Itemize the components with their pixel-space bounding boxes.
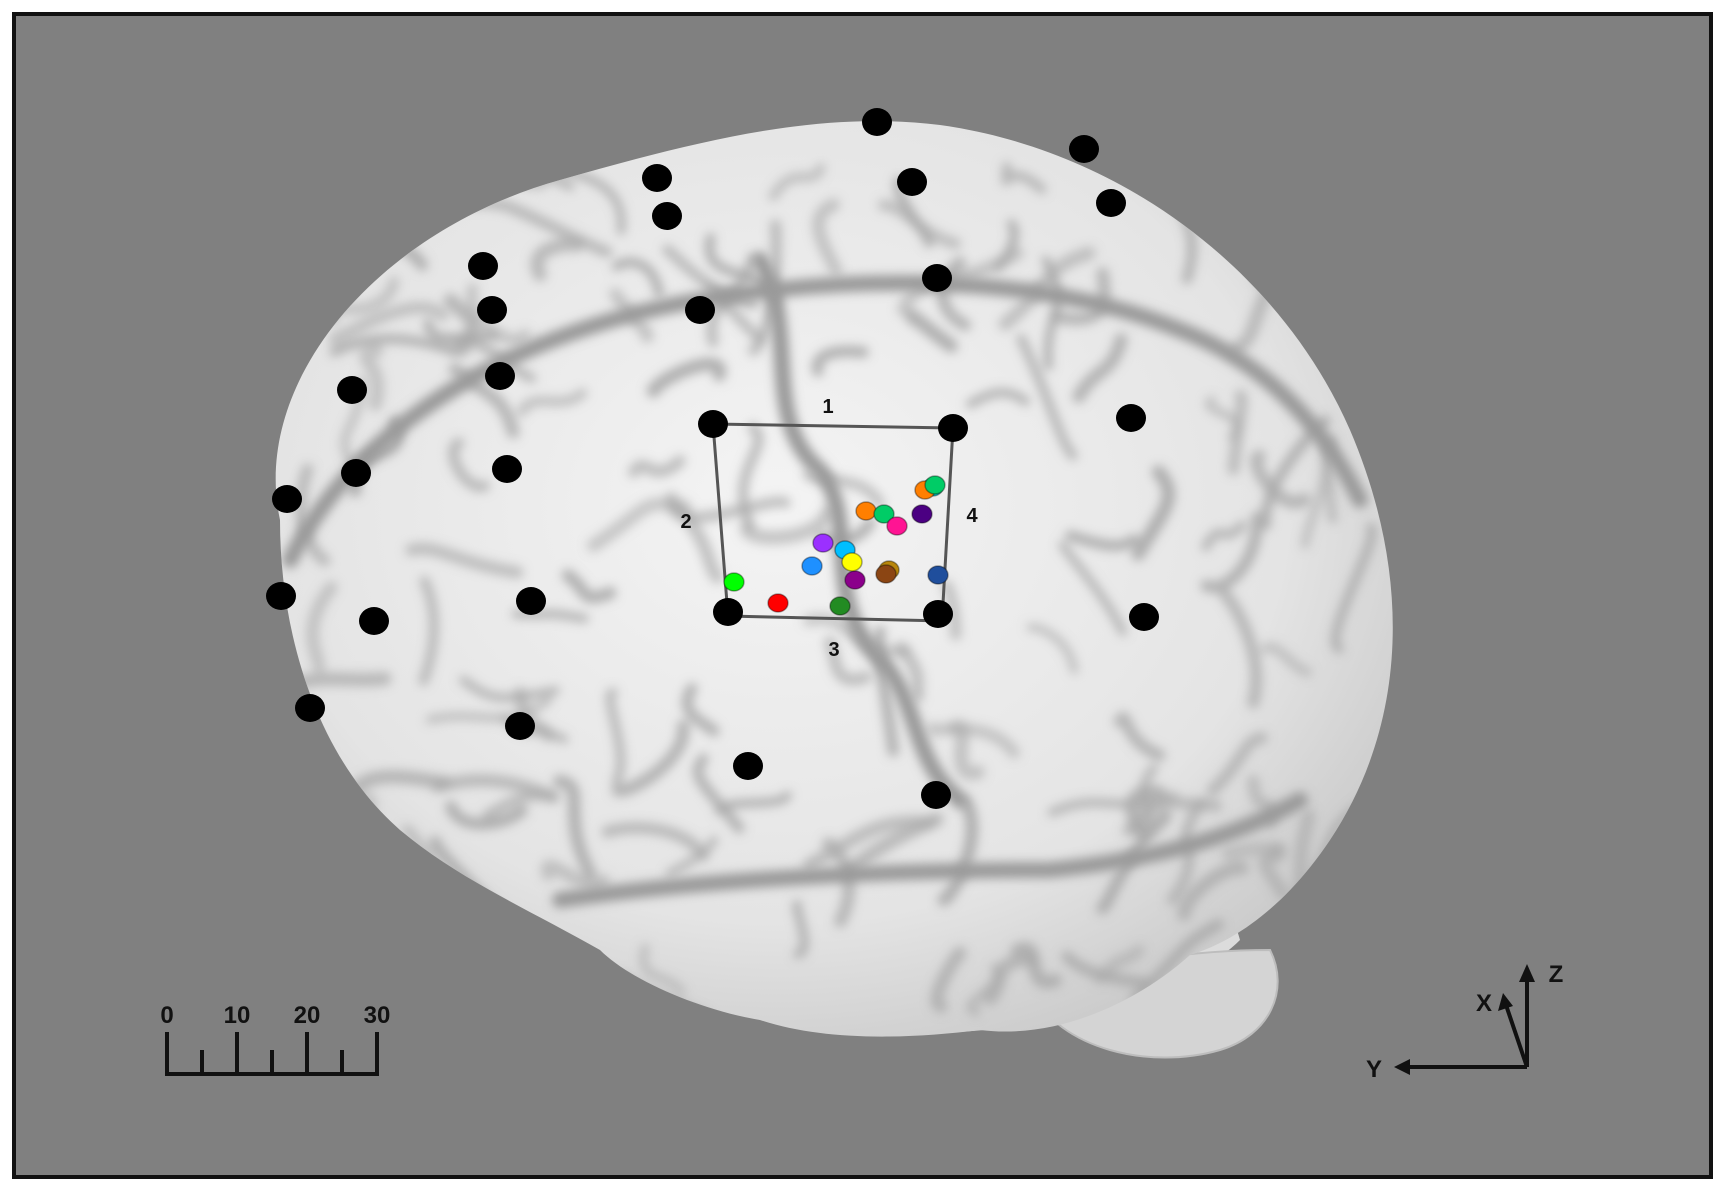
electrode — [938, 414, 968, 442]
axis-label-z: Z — [1549, 961, 1564, 988]
electrode — [1129, 603, 1159, 631]
electrode — [485, 362, 515, 390]
hotspot-marker — [802, 557, 822, 575]
electrode — [923, 600, 953, 628]
hotspot-marker — [856, 502, 876, 520]
electrode — [897, 168, 927, 196]
electrode — [921, 781, 951, 809]
electrode — [1096, 189, 1126, 217]
hotspot-marker — [912, 505, 932, 523]
hotspot-marker — [845, 571, 865, 589]
electrode — [337, 376, 367, 404]
electrode — [698, 410, 728, 438]
electrode — [862, 108, 892, 136]
hotspot-marker — [830, 597, 850, 615]
electrode — [492, 455, 522, 483]
grid-edge-label-4: 4 — [966, 505, 978, 527]
hotspot-marker — [813, 534, 833, 552]
grid-edge-label-3: 3 — [828, 639, 839, 661]
axis-label-x: X — [1476, 990, 1492, 1017]
hotspot-marker — [842, 553, 862, 571]
electrode — [685, 296, 715, 324]
scale-label-20: 20 — [294, 1002, 321, 1029]
hotspot-marker — [887, 517, 907, 535]
electrode — [359, 607, 389, 635]
electrode — [477, 296, 507, 324]
electrode — [1116, 404, 1146, 432]
sulcus — [1229, 849, 1281, 857]
electrode — [468, 252, 498, 280]
electrode — [295, 694, 325, 722]
hotspot-marker — [928, 566, 948, 584]
sulcus — [516, 614, 584, 619]
hotspot-marker — [768, 594, 788, 612]
hotspot-marker — [925, 476, 945, 494]
electrode — [516, 587, 546, 615]
electrode — [272, 485, 302, 513]
hotspot-marker — [876, 565, 896, 583]
electrode — [652, 202, 682, 230]
electrode — [922, 264, 952, 292]
electrode — [713, 598, 743, 626]
electrode — [733, 752, 763, 780]
scale-label-0: 0 — [160, 1002, 173, 1029]
grid-edge-label-2: 2 — [680, 511, 691, 533]
grid-edge-label-1: 1 — [822, 396, 833, 418]
scale-label-30: 30 — [364, 1002, 391, 1029]
hotspot-marker — [724, 573, 744, 591]
electrode — [266, 582, 296, 610]
axis-label-y: Y — [1366, 1056, 1382, 1083]
electrode — [1069, 135, 1099, 163]
scale-label-10: 10 — [224, 1002, 251, 1029]
electrode — [341, 459, 371, 487]
electrode — [505, 712, 535, 740]
electrode — [642, 164, 672, 192]
